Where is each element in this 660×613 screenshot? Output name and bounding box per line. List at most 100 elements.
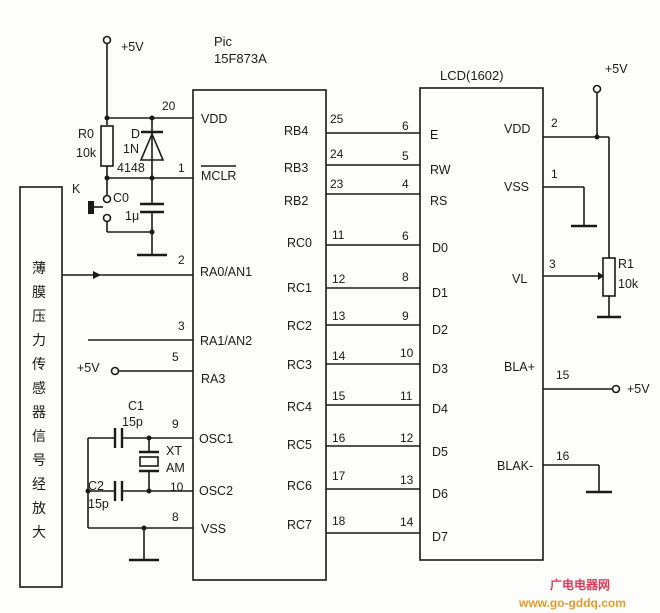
mcu-pin-num-24: 24 <box>330 147 344 161</box>
mcu-pin-rc2-label: RC2 <box>287 319 312 333</box>
mcu-pin-num-9: 9 <box>172 417 179 431</box>
mcu-lcd-bus-wires <box>326 132 420 534</box>
svg-text:膜: 膜 <box>32 285 46 301</box>
sensor-label-vertical: 薄 膜 压 力 传 感 器 信 号 经 放 大 <box>32 261 46 541</box>
mcu-pin-num-18: 18 <box>332 514 346 528</box>
diode-d-symbol <box>139 130 165 161</box>
mcu-pin-osc2-label: OSC2 <box>199 484 233 498</box>
mcu-title-line2: 15F873A <box>214 51 267 66</box>
lcd-pin-e-label: E <box>430 128 438 142</box>
lcd-pin-num-d2: 9 <box>402 309 409 323</box>
lcd-pin-bla-label: BLA+ <box>504 360 535 374</box>
svg-text:压: 压 <box>32 309 46 325</box>
mcu-pin-ra1-label: RA1/AN2 <box>200 334 252 348</box>
diode-part-line2: 4148 <box>117 161 145 175</box>
vcc-label-top-left: +5V <box>121 40 144 54</box>
r1-value: 10k <box>618 277 639 291</box>
lcd-title: LCD(1602) <box>440 68 504 83</box>
switch-contact-top <box>102 194 112 204</box>
lcd-pin-vl-label: VL <box>512 272 527 286</box>
lcd-pin-num-15: 15 <box>556 368 570 382</box>
svg-text:放: 放 <box>32 501 46 517</box>
mcu-pin-vdd-label: VDD <box>201 112 227 126</box>
lcd-pin-rw-label: RW <box>430 163 451 177</box>
mcu-pin-rb4-label: RB4 <box>284 124 308 138</box>
mcu-pin-rb3-label: RB3 <box>284 161 308 175</box>
crystal-xtal-body <box>139 456 159 467</box>
crystal-label-line2: AM <box>166 461 185 475</box>
lcd-pin-vdd-label: VDD <box>504 122 530 136</box>
crystal-label-line1: XT <box>166 444 182 458</box>
mcu-pin-osc1-label: OSC1 <box>199 432 233 446</box>
site-watermark: 广电电器网 www.go-gddq.com <box>518 577 626 610</box>
resistor-r0 <box>100 125 114 167</box>
lcd-pin-num-d7: 14 <box>400 515 414 529</box>
svg-text:力: 力 <box>32 333 46 349</box>
mcu-pin-num-23: 23 <box>330 177 344 191</box>
mcu-pin-num-10: 10 <box>170 480 184 494</box>
mcu-pin-num-1: 1 <box>178 161 185 175</box>
lcd-pin-num-d0: 6 <box>402 229 409 243</box>
pot-wiper-arrow-icon <box>598 272 604 280</box>
vcc-label-top-right: +5V <box>605 62 628 76</box>
lcd-pin-d0-label: D0 <box>432 241 448 255</box>
svg-text:薄: 薄 <box>32 261 46 277</box>
lcd-pin-d6-label: D6 <box>432 487 448 501</box>
watermark-url: www.go-gddq.com <box>518 596 626 610</box>
junction-dot <box>104 115 110 121</box>
lcd-pin-d7-label: D7 <box>432 530 448 544</box>
mcu-pin-num-8: 8 <box>172 510 179 524</box>
lcd-pin-num-rw: 5 <box>402 149 409 163</box>
lcd-module-body <box>419 87 544 561</box>
junction-dot <box>149 229 155 235</box>
lcd-pin-num-d5: 12 <box>400 431 414 445</box>
vcc-terminal-top-left <box>102 35 112 45</box>
lcd-pin-num-d3: 10 <box>400 346 414 360</box>
mcu-pin-num-15: 15 <box>332 389 346 403</box>
mcu-pin-rc7-label: RC7 <box>287 518 312 532</box>
lcd-pin-num-rs: 4 <box>402 177 409 191</box>
mcu-pin-num-13: 13 <box>332 309 346 323</box>
svg-text:感: 感 <box>32 380 46 397</box>
lcd-pin-rs-label: RS <box>430 194 447 208</box>
c0-name: C0 <box>113 191 129 205</box>
c2-name: C2 <box>88 479 104 493</box>
lcd-pin-d5-label: D5 <box>432 445 448 459</box>
vcc-label-bla: +5V <box>627 382 650 396</box>
vcc-terminal-ra3 <box>110 366 120 376</box>
lcd-pin-num-3: 3 <box>549 257 556 271</box>
r0-value: 10k <box>76 146 97 160</box>
watermark-brand: 广电电器网 <box>550 577 610 592</box>
switch-name: K <box>72 182 81 196</box>
svg-text:大: 大 <box>32 525 46 541</box>
lcd-pin-num-1: 1 <box>551 167 558 181</box>
lcd-pin-d4-label: D4 <box>432 402 448 416</box>
switch-k-button <box>88 201 94 214</box>
mcu-pin-num-12: 12 <box>332 272 346 286</box>
junction-dot <box>149 115 155 121</box>
junction-dot <box>146 488 152 494</box>
mcu-pin-num-16: 16 <box>332 431 346 445</box>
mcu-chip-body <box>192 89 327 581</box>
mcu-pin-rc0-label: RC0 <box>287 236 312 250</box>
mcu-pin-num-14: 14 <box>332 349 346 363</box>
lcd-pin-d2-label: D2 <box>432 323 448 337</box>
mcu-pin-num-11: 11 <box>332 228 345 242</box>
svg-text:器: 器 <box>32 405 46 421</box>
lcd-pin-d1-label: D1 <box>432 286 448 300</box>
lcd-pin-blak-label: BLAK- <box>497 459 533 473</box>
mcu-pin-num-20: 20 <box>162 99 176 113</box>
mcu-pin-num-5: 5 <box>172 350 179 364</box>
lcd-pin-num-e: 6 <box>402 119 409 133</box>
mcu-pin-num-17: 17 <box>332 469 346 483</box>
sensor-amplifier-block <box>19 186 63 588</box>
svg-text:传: 传 <box>32 357 46 373</box>
svg-text:信: 信 <box>32 429 46 445</box>
r0-name: R0 <box>78 127 94 141</box>
potentiometer-r1 <box>602 257 616 297</box>
mcu-pin-rb2-label: RB2 <box>284 194 308 208</box>
mcu-pin-rc5-label: RC5 <box>287 438 312 452</box>
lcd-pin-num-2: 2 <box>551 116 558 130</box>
lcd-pin-vss-label: VSS <box>504 180 529 194</box>
